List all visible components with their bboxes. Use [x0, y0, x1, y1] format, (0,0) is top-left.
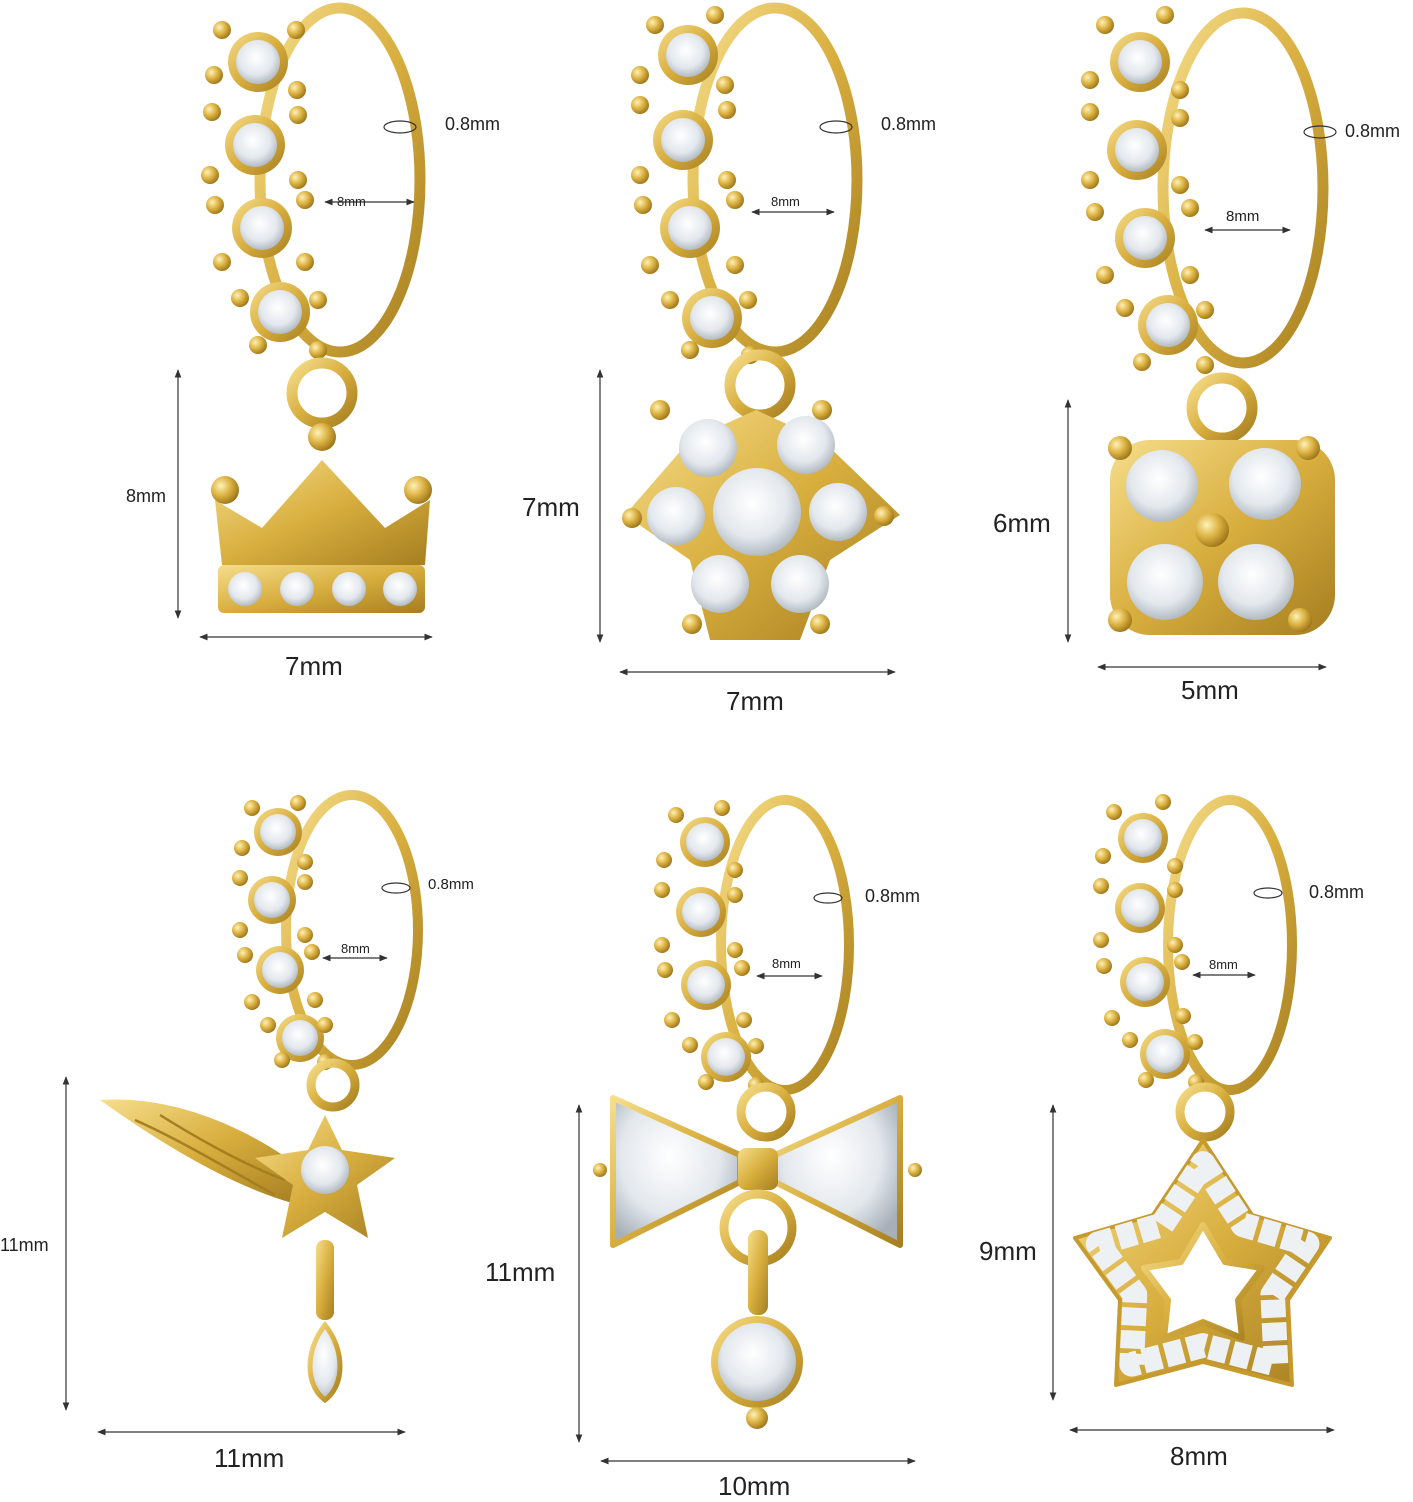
width-label: 7mm [285, 651, 343, 681]
gem-row [232, 795, 333, 1070]
gem-row [654, 800, 764, 1093]
width-label: 11mm [214, 1443, 285, 1473]
height-label: 11mm [0, 1235, 49, 1255]
width-label: 8mm [1170, 1441, 1228, 1471]
item-flower [596, 2, 900, 676]
height-label: 8mm [126, 486, 166, 506]
wire-gauge-label: 0.8mm [881, 114, 937, 134]
gem-row [201, 21, 327, 359]
inner-diameter-label: 8mm [341, 941, 370, 956]
item-crown [174, 2, 433, 641]
inner-diameter-label: 8mm [772, 956, 801, 971]
height-label: 6mm [993, 508, 1051, 538]
width-label: 7mm [726, 686, 784, 716]
wire-gauge-label: 0.8mm [865, 886, 921, 906]
wire-gauge-label: 0.8mm [1309, 882, 1365, 902]
height-label: 9mm [979, 1236, 1037, 1266]
item-clover [1064, 6, 1337, 671]
wire-gauge-label: 0.8mm [445, 114, 501, 134]
height-label: 11mm [485, 1257, 556, 1287]
width-label: 5mm [1181, 675, 1239, 705]
inner-diameter-label: 8mm [1226, 208, 1260, 225]
inner-diameter-label: 8mm [771, 194, 800, 209]
wire-gauge-label: 0.8mm [428, 876, 474, 893]
inner-diameter-label: 8mm [337, 194, 366, 209]
item-hollow-star [1049, 794, 1335, 1434]
item-bow [575, 795, 922, 1465]
gem-row [1093, 794, 1204, 1090]
wire-gauge-label: 0.8mm [1345, 121, 1401, 141]
width-label: 10mm [718, 1471, 791, 1501]
inner-diameter-label: 8mm [1209, 957, 1238, 972]
gem-row [631, 6, 759, 364]
item-wing-star [62, 790, 423, 1436]
height-label: 7mm [522, 492, 580, 522]
gem-row [1081, 6, 1214, 374]
